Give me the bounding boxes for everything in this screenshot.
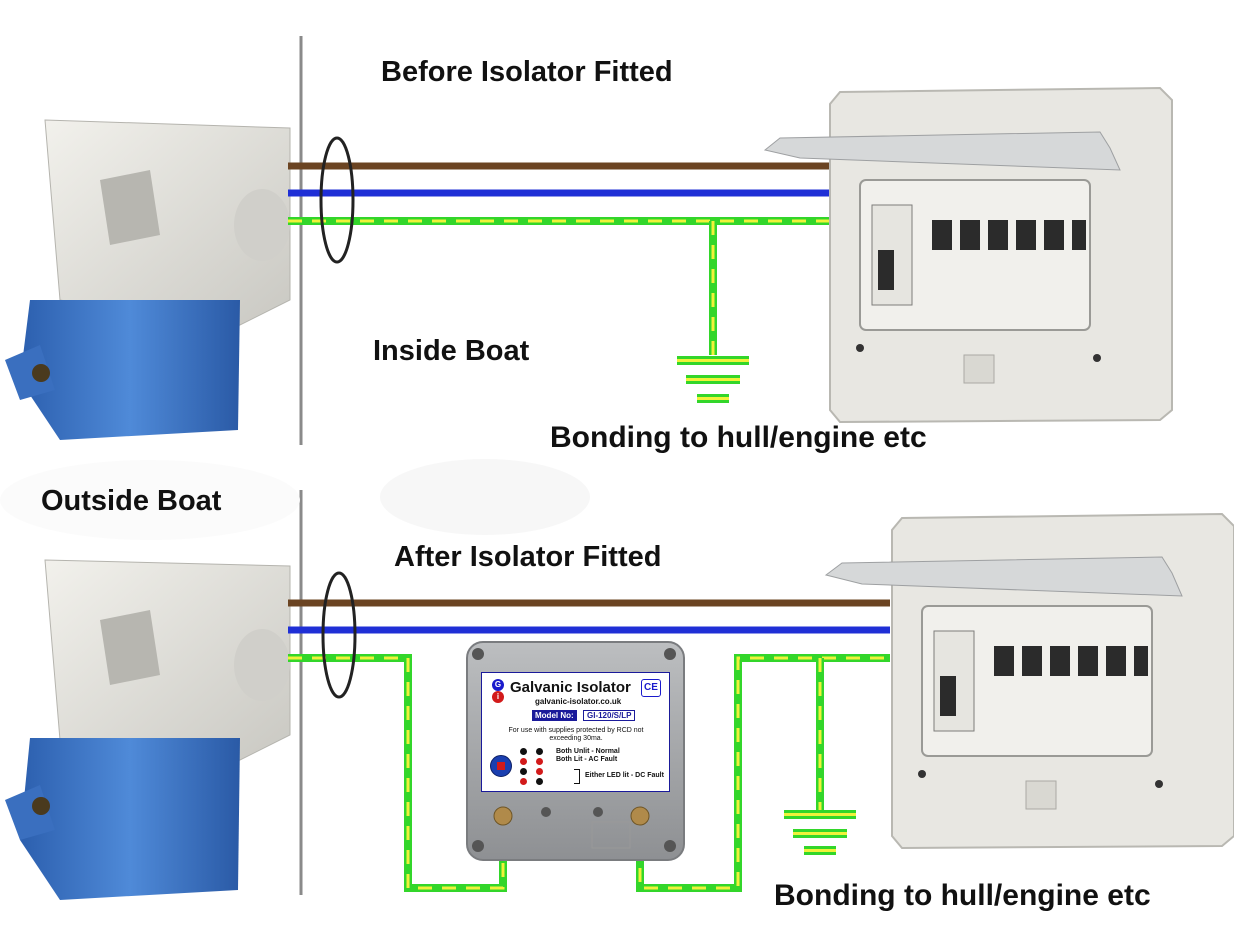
led-indicator-icon <box>520 768 527 775</box>
inside-boat-label: Inside Boat <box>373 335 530 367</box>
led-legend-dc-fault: Either LED lit - DC Fault <box>585 772 664 779</box>
bonding-label-top: Bonding to hull/engine etc <box>550 421 927 454</box>
before-isolator-title: Before Isolator Fitted <box>381 56 673 88</box>
consumer-unit-top <box>763 86 1173 424</box>
led-legend-normal: Both Unlit - Normal <box>556 748 620 755</box>
earth-wire-bottom <box>288 654 890 892</box>
ce-mark-icon: CE <box>641 679 661 697</box>
terminal-right <box>630 806 650 826</box>
bonding-label-bottom: Bonding to hull/engine etc <box>774 879 1151 912</box>
model-label: Model No: <box>532 710 577 721</box>
shore-plug-top <box>5 119 291 440</box>
background-blob <box>0 460 300 540</box>
rcd-note: For use with supplies protected by RCD n… <box>508 727 644 742</box>
logo-i-icon: i <box>492 691 504 703</box>
led-indicator-icon <box>520 748 527 755</box>
model-value: GI-120/S/LP <box>583 710 636 721</box>
shore-plug-bottom <box>5 559 291 900</box>
led-indicator-icon <box>536 778 543 785</box>
consumer-unit-bottom <box>824 512 1234 850</box>
cable-clamp-ring-top <box>319 136 355 264</box>
terminal-left <box>493 806 513 826</box>
earth-symbol-bottom <box>784 810 856 855</box>
bracket-icon <box>574 769 580 784</box>
isolator-title: Galvanic Isolator <box>510 679 631 696</box>
cable-clamp-ring-bottom <box>321 571 357 699</box>
led-indicator-icon <box>536 758 543 765</box>
led-indicator-icon <box>536 748 543 755</box>
isolator-url: galvanic-isolator.co.uk <box>535 697 622 706</box>
earth-wire-top <box>288 217 830 355</box>
after-isolator-title: After Isolator Fitted <box>394 541 662 573</box>
led-legend-ac-fault: Both Lit - AC Fault <box>556 756 618 763</box>
approval-badge-icon <box>490 755 512 777</box>
led-indicator-icon <box>536 768 543 775</box>
earth-symbol-top <box>677 356 749 403</box>
logo-g-icon: G <box>492 679 504 691</box>
led-indicator-icon <box>520 778 527 785</box>
background-blob <box>380 459 590 535</box>
outside-boat-label: Outside Boat <box>41 485 222 517</box>
isolator-label-panel: G i Galvanic Isolator CE galvanic-isolat… <box>481 672 670 792</box>
led-indicator-icon <box>520 758 527 765</box>
